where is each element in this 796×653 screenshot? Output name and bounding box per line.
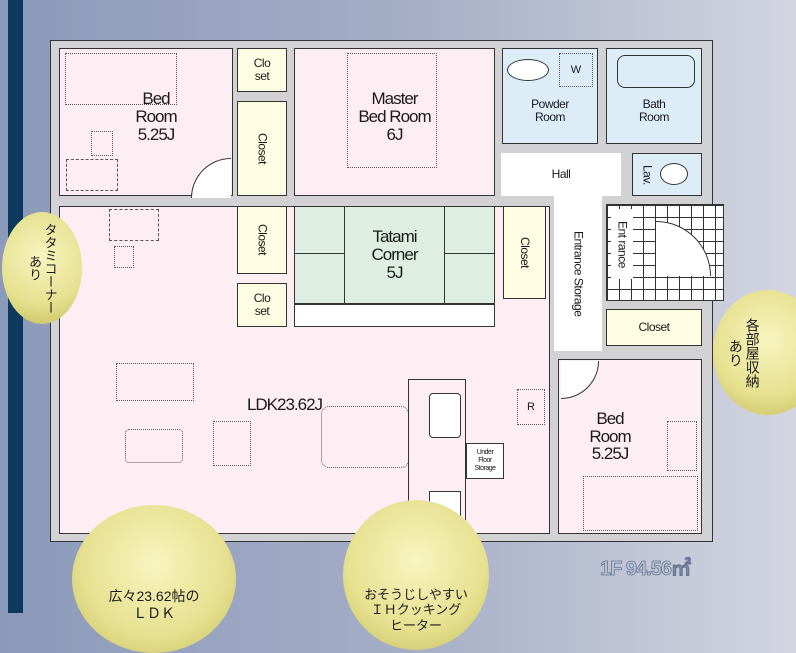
closet-f: Closet	[606, 309, 702, 346]
tatami-corner	[294, 206, 495, 304]
callout-tatami: タタミコーナー あり	[2, 212, 82, 324]
bed-room-3-label: Bed Room 5.25J	[589, 408, 631, 464]
bath-room-label: Bath Room	[638, 97, 670, 124]
closet-d: Clo set	[237, 283, 287, 327]
lavatory-label: Lav.	[640, 164, 655, 185]
tatami-corner-label-wrap: Tatami Corner 5J	[294, 206, 495, 304]
tatami-line	[444, 207, 445, 303]
closet-b-label: Closet	[255, 132, 270, 164]
hall: Hall	[501, 153, 621, 196]
fridge-label: R	[527, 401, 535, 413]
bed-furniture	[583, 476, 698, 531]
entrance-label: Ent rance	[615, 220, 630, 268]
tatami-storage-strip	[294, 304, 495, 327]
callout-ldk: 広々23.62帖の ＬＤＫ	[72, 505, 236, 653]
bed-room-1-label: Bed Room 5.25J	[135, 89, 177, 144]
master-bed-room: Master Bed Room 6J	[294, 48, 495, 196]
coffee-table-furniture	[125, 429, 183, 463]
closet-b: Closet	[237, 101, 287, 196]
closet-f-label: Closet	[638, 320, 670, 335]
tatami-line	[344, 207, 345, 303]
callout-ldk-text: 広々23.62帖の ＬＤＫ	[108, 588, 200, 621]
callout-ih: おそうじしやすい ＩＨクッキング ヒーター	[343, 500, 489, 650]
tatami-line	[444, 253, 494, 254]
closet-e-label: Closet	[517, 236, 532, 268]
fridge-space: R	[517, 389, 545, 425]
closet-c-label: Closet	[255, 224, 270, 256]
callout-tatami-text: タタミコーナー あり	[27, 222, 58, 314]
closet-c: Closet	[237, 206, 287, 274]
bed-room-1: Bed Room 5.25J	[59, 48, 233, 196]
callout-ih-text: おそうじしやすい ＩＨクッキング ヒーター	[364, 586, 468, 633]
under-floor-storage[interactable]: Under Floor Storage	[466, 443, 504, 479]
bath-room: Bath Room	[606, 48, 702, 144]
floor-area: 1F 94.56㎡	[600, 558, 692, 581]
tv-stand-furniture	[109, 209, 159, 241]
dining-table-furniture	[321, 406, 409, 468]
closet-d-label: Clo set	[253, 291, 271, 318]
under-floor-storage-label: Under Floor Storage	[474, 449, 496, 472]
hall-label: Hall	[551, 167, 571, 182]
toilet-icon	[660, 163, 688, 185]
closet-a: Clo set	[237, 48, 287, 92]
powder-room-label: Powder Room	[531, 97, 569, 124]
washer-space: W	[559, 53, 593, 87]
callout-storage: 各部屋収納 あり	[713, 290, 796, 415]
tatami-line	[295, 253, 345, 254]
callout-storage-text: 各部屋収納 あり	[727, 317, 761, 388]
closet-e: Closet	[503, 206, 546, 299]
floor-plan: LDK23.62J Bed Room 5.25J Clo set Closet …	[50, 40, 724, 542]
sink-icon	[507, 59, 549, 81]
bathtub-icon	[617, 55, 695, 88]
tatami-corner-label: Tatami Corner 5J	[371, 227, 419, 282]
entrance-storage-label: Entrance Storage	[571, 230, 586, 317]
kitchen-sink-icon	[429, 393, 461, 438]
ldk-label: LDK23.62J	[246, 395, 323, 415]
double-bed-furniture	[347, 53, 437, 168]
armchair-furniture	[213, 421, 251, 466]
entrance: Ent rance	[611, 209, 633, 279]
desk-furniture	[667, 421, 697, 471]
master-bed-room-label: Master Bed Room 6J	[358, 89, 431, 144]
chair-furniture	[114, 246, 134, 268]
closet-a-label: Clo set	[253, 56, 271, 83]
powder-room: Powder Room	[502, 48, 598, 144]
bed-furniture	[65, 53, 177, 105]
washer-label: W	[570, 64, 582, 76]
sofa-furniture	[116, 363, 194, 401]
entrance-storage: Entrance Storage	[554, 196, 602, 351]
desk-furniture	[66, 159, 118, 191]
chair-furniture	[91, 131, 113, 156]
